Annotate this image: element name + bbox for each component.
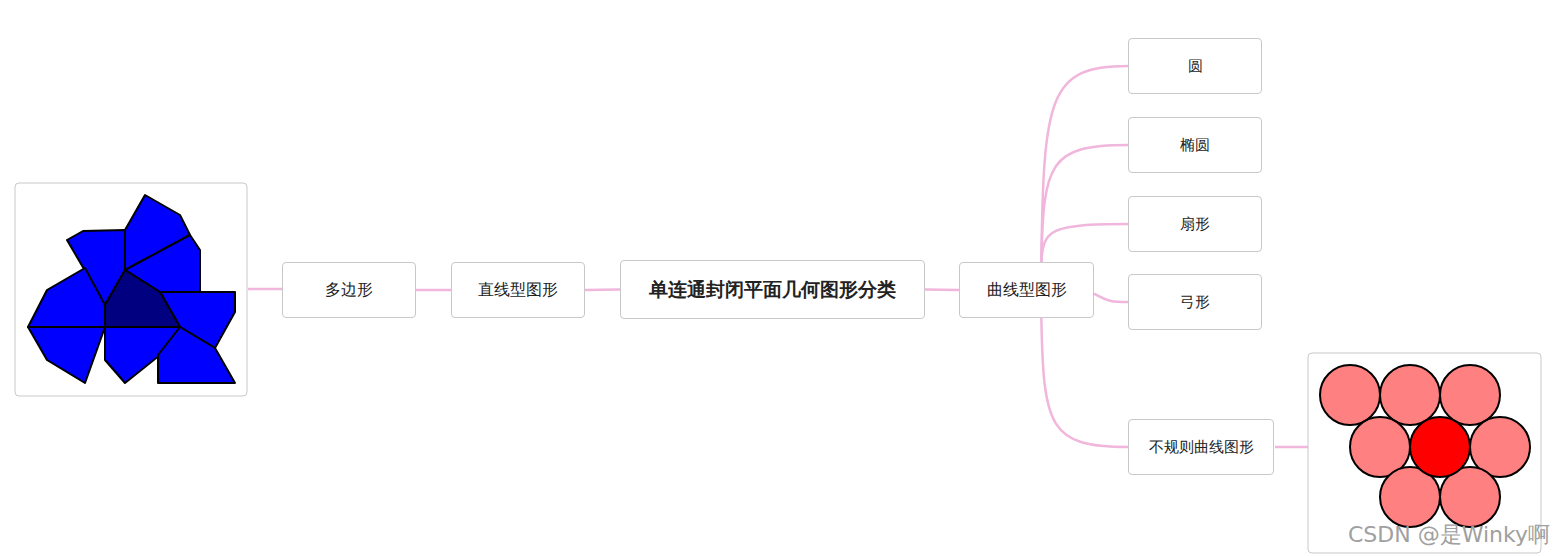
branch-line xyxy=(416,289,451,292)
topic-box: 直线型图形 xyxy=(451,262,585,318)
branch-line xyxy=(1094,294,1128,302)
branch-line xyxy=(1041,66,1128,262)
topic-text: 弓形 xyxy=(1180,293,1210,312)
topic-text: 扇形 xyxy=(1180,215,1210,234)
topic-box: 多边形 xyxy=(282,262,416,318)
branch-line xyxy=(1041,224,1128,262)
polygon-illustration xyxy=(15,183,282,396)
topic-text: 多边形 xyxy=(325,280,373,301)
topic-text: 单连通封闭平面几何图形分类 xyxy=(649,277,896,303)
topic-box: 不规则曲线图形 xyxy=(1128,419,1274,475)
topic-text: 曲线型图形 xyxy=(987,280,1067,301)
topic-box: 圆 xyxy=(1128,38,1262,94)
topic-text: 圆 xyxy=(1188,57,1203,76)
branch-line xyxy=(1041,145,1128,262)
watermark: CSDN @是Winky啊 xyxy=(1348,520,1550,550)
topic-box: 曲线型图形 xyxy=(959,262,1094,318)
topic-box: 扇形 xyxy=(1128,196,1262,252)
topic-box: 弓形 xyxy=(1128,274,1262,330)
topic-box: 椭圆 xyxy=(1128,117,1262,173)
root-topic: 单连通封闭平面几何图形分类 xyxy=(620,260,925,319)
branch-line xyxy=(925,288,959,291)
topic-text: 直线型图形 xyxy=(478,280,558,301)
topic-text: 不规则曲线图形 xyxy=(1149,438,1254,457)
branch-line xyxy=(1041,318,1128,447)
topic-text: 椭圆 xyxy=(1180,136,1210,155)
branch-line xyxy=(585,288,620,291)
